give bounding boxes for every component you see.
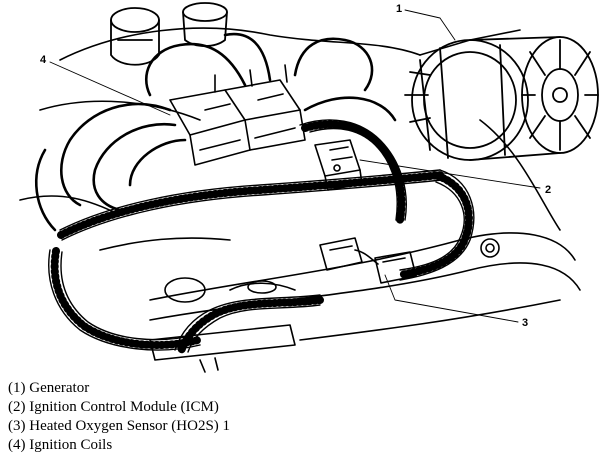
harness-ribs — [50, 120, 473, 355]
leader-line-1 — [404, 9, 456, 41]
wiring-harness — [48, 119, 475, 353]
callout-number-4: 4 — [40, 54, 47, 66]
ignition-coils — [169, 64, 306, 166]
engine-compartment-diagram: 1 2 3 4 — [19, 2, 599, 373]
callout-number-2: 2 — [545, 184, 551, 196]
leader-line-4 — [49, 61, 171, 116]
callout-number-3: 3 — [522, 317, 528, 329]
spark-plug-wires — [34, 32, 397, 232]
ignition-control-module — [314, 139, 363, 191]
legend: (1) Generator (2) Ignition Control Modul… — [8, 379, 588, 455]
lower-bracket — [149, 238, 500, 373]
callout-leaders — [49, 9, 541, 323]
heated-oxygen-sensor-connector — [229, 237, 417, 294]
legend-item-generator: (1) Generator — [8, 380, 90, 396]
callout-number-1: 1 — [396, 3, 402, 15]
leader-line-3 — [384, 274, 519, 323]
reservoir-cap — [110, 2, 228, 66]
legend-item-icm: (2) Ignition Control Module (ICM) — [8, 399, 219, 415]
leader-line-2 — [359, 159, 541, 189]
generator — [404, 36, 599, 161]
legend-item-ho2s: (3) Heated Oxygen Sensor (HO2S) 1 — [8, 418, 231, 434]
legend-item-ignition-coils: (4) Ignition Coils — [8, 437, 113, 453]
